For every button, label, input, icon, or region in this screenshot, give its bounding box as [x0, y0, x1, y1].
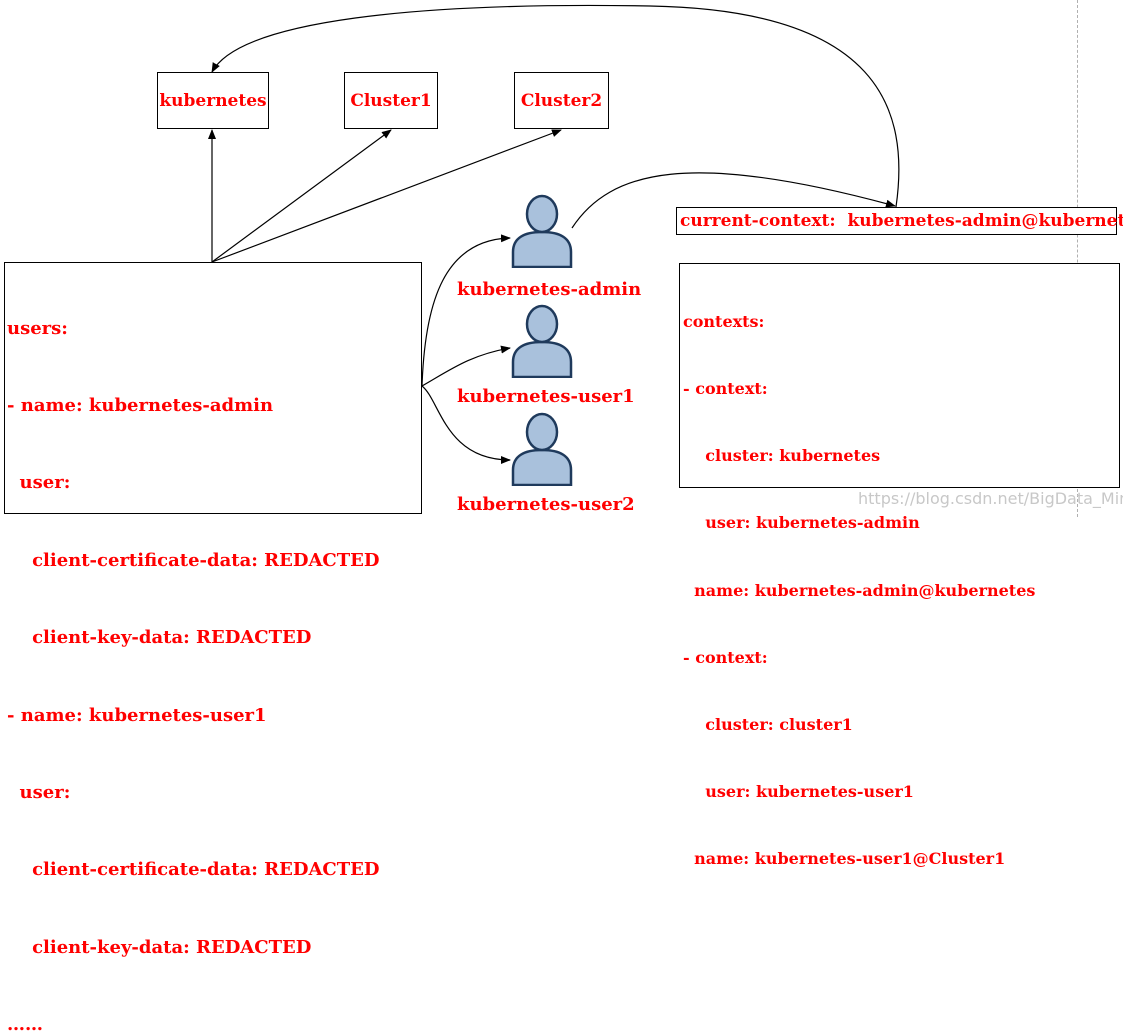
users-config-line: users:	[7, 317, 68, 339]
current-context-text: current-context: kubernetes-admin@kubern…	[680, 211, 1123, 231]
cluster1-label: Cluster1	[350, 90, 432, 111]
cluster2-box: Cluster2	[514, 72, 609, 129]
contexts-config-line: cluster: cluster1	[683, 715, 853, 735]
users-config-line: client-certificate-data: REDACTED	[7, 549, 380, 571]
watermark: https://blog.csdn.net/BigData_Mining	[858, 489, 1123, 508]
users-config-line: client-key-data: REDACTED	[7, 936, 312, 958]
arrow-current-context-to-kubernetes	[211, 4, 900, 208]
contexts-config-line: cluster: kubernetes	[683, 446, 881, 466]
arrow-users-to-user2	[421, 385, 511, 464]
contexts-config-box: contexts: - context: cluster: kubernetes…	[679, 263, 1120, 868]
contexts-config-line: - context:	[683, 647, 768, 667]
user1-label: kubernetes-user1	[457, 386, 635, 407]
contexts-config-line: name: kubernetes-admin@kubernetes	[683, 580, 1036, 600]
current-context-box: current-context: kubernetes-admin@kubern…	[676, 207, 1123, 235]
cluster1-box: Cluster1	[344, 72, 438, 129]
users-config-line: client-key-data: REDACTED	[7, 627, 312, 649]
contexts-config-line: - context:	[683, 379, 768, 399]
arrow-users-to-admin	[421, 234, 511, 387]
user-admin-label: kubernetes-admin	[457, 279, 642, 300]
connector-arrows	[208, 4, 900, 464]
users-config-line: ……	[7, 1014, 43, 1034]
arrow-users-to-cluster1	[211, 129, 392, 263]
user2-label: kubernetes-user2	[457, 494, 635, 515]
user2-avatar-icon	[511, 412, 573, 486]
arrow-admin-to-current-context	[571, 172, 896, 229]
dashed-divider	[1077, 0, 1078, 517]
users-config-line: client-certificate-data: REDACTED	[7, 859, 380, 881]
users-config-box: users: - name: kubernetes-admin user: cl…	[4, 262, 422, 1034]
user1-avatar-icon	[511, 304, 573, 378]
cluster-kubernetes-label: kubernetes	[159, 90, 267, 111]
user-admin-avatar-icon	[511, 194, 573, 268]
arrow-users-to-user1	[421, 345, 511, 387]
contexts-config-line: user: kubernetes-user1	[683, 782, 914, 802]
users-config-line: - name: kubernetes-admin	[7, 394, 274, 416]
cluster-kubernetes-box: kubernetes	[157, 72, 269, 129]
users-config-line: user:	[7, 781, 71, 803]
cluster2-label: Cluster2	[520, 90, 603, 111]
users-config-line: - name: kubernetes-user1	[7, 704, 267, 726]
contexts-config-line: contexts:	[683, 311, 765, 331]
users-config-line: user:	[7, 472, 71, 494]
arrow-users-to-cluster2	[211, 129, 562, 263]
contexts-config-line: user: kubernetes-admin	[683, 513, 920, 533]
contexts-config-line: name: kubernetes-user1@Cluster1	[683, 849, 1006, 869]
